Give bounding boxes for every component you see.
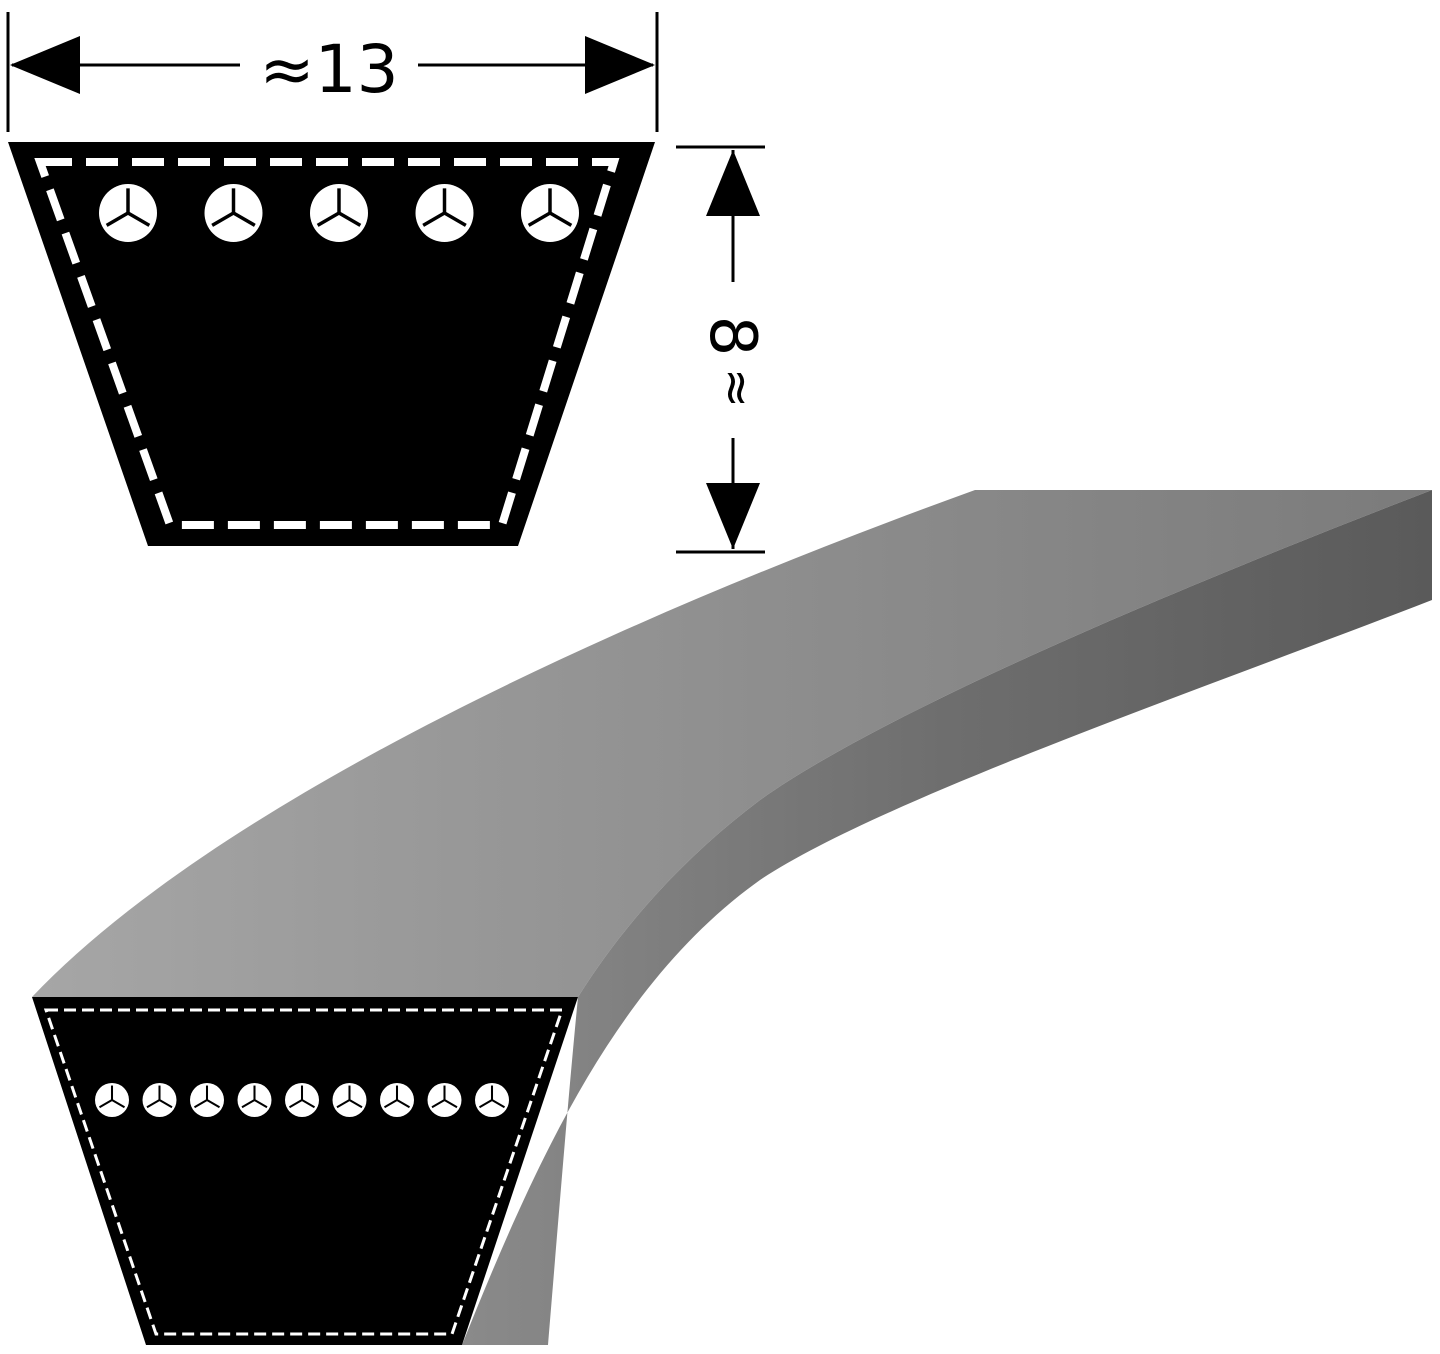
cord: [380, 1083, 414, 1117]
height-dimension: ≈ 8: [676, 145, 769, 554]
width-arrowhead-right: [585, 36, 655, 94]
cord: [285, 1083, 319, 1117]
cord: [142, 1083, 177, 1117]
cord: [190, 1083, 224, 1117]
belt-top-face: [32, 490, 1432, 997]
cord: [415, 184, 474, 242]
cord: [475, 1083, 509, 1117]
cross-section: [8, 142, 655, 546]
belt-front-dashed-outline: [43, 1008, 565, 1336]
cord: [204, 184, 263, 242]
cross-section-cord-row: [99, 184, 579, 242]
belt-side-face: [462, 490, 1432, 1345]
cord: [310, 184, 368, 242]
cord: [99, 184, 157, 242]
cord: [95, 1083, 129, 1117]
belt-3d: [32, 490, 1432, 1345]
cord: [237, 1083, 272, 1117]
width-dimension: ≈13: [6, 12, 659, 132]
belt-cord-row: [95, 1083, 509, 1117]
height-label-value: 8: [695, 316, 769, 357]
cord: [332, 1083, 367, 1117]
cross-section-shape: [8, 142, 655, 546]
width-label: ≈13: [259, 31, 398, 108]
height-label-approx: ≈: [709, 368, 765, 408]
cord: [427, 1083, 462, 1117]
cord: [521, 184, 579, 242]
width-arrowhead-left: [10, 36, 80, 94]
height-arrowhead-top: [706, 150, 760, 216]
height-arrowhead-bottom: [706, 483, 760, 549]
cross-section-dashed-outline: [34, 158, 620, 529]
